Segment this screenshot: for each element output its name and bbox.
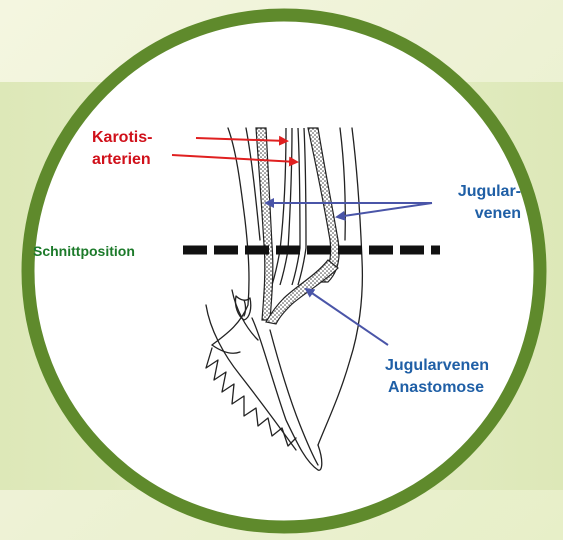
cut-position-label: Schnittposition xyxy=(33,243,135,259)
jugular-label-line2: venen xyxy=(475,205,521,222)
carotid-label-line2: arterien xyxy=(92,151,151,168)
jugular-label-line1: Jugular- xyxy=(458,183,521,200)
carotid-label-line1: Karotis- xyxy=(92,129,152,146)
anastomosis-label-line2: Anastomose xyxy=(388,379,484,396)
anastomosis-label-line1: Jugularvenen xyxy=(385,357,489,374)
